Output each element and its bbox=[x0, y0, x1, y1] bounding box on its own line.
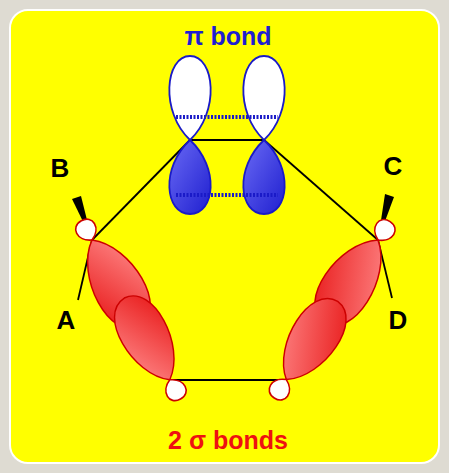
sigma-orbital bbox=[253, 208, 411, 412]
sigma-bonds-label: 2 σ bonds bbox=[168, 428, 288, 453]
substituent-label: C bbox=[384, 153, 403, 179]
substituent-label: D bbox=[389, 307, 408, 333]
substituent-label: A bbox=[57, 307, 76, 333]
sigma-orbital bbox=[60, 209, 203, 412]
yellow-panel bbox=[10, 10, 439, 463]
pi-overlap-line bbox=[176, 117, 278, 195]
pi-bond-label: π bond bbox=[184, 24, 271, 49]
substituent-label: B bbox=[51, 155, 70, 181]
p-orbital bbox=[169, 56, 284, 214]
